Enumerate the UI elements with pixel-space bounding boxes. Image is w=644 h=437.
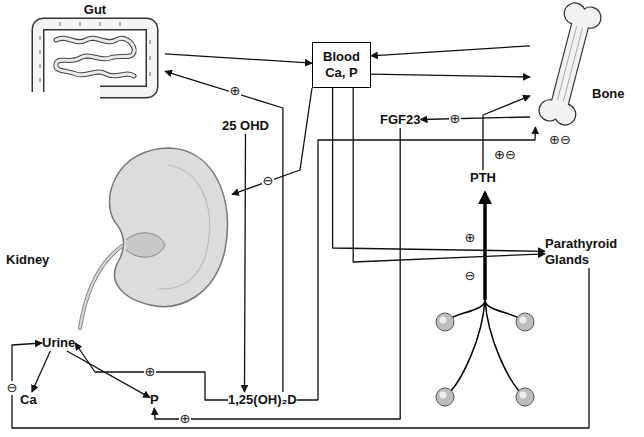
sign-label: ⊕⊖: [548, 133, 572, 147]
connector-arrow: [371, 46, 530, 56]
node-text: Bone: [592, 86, 640, 102]
node-text: FGF23: [380, 112, 420, 128]
sign-label: ⊕⊖: [493, 148, 517, 162]
connector-arrow: [353, 88, 545, 262]
connector-arrow: [12, 268, 589, 428]
sign-label: ⊕: [179, 412, 192, 426]
connector-arrow: [232, 88, 312, 194]
metabolite-label: 1,25(OH)₂D: [228, 392, 297, 408]
connector-arrow: [371, 74, 530, 77]
node-text: PTH: [470, 170, 496, 186]
urine-label: Urine: [42, 335, 75, 351]
node-text: Parathyroid Glands: [545, 236, 633, 268]
connector-arrow: [421, 117, 531, 120]
kidney-organ: Kidney: [6, 140, 232, 330]
blood-box: BloodCa, P: [312, 42, 371, 88]
sign-label: ⊖: [464, 269, 477, 283]
sign-label: ⊖: [6, 381, 19, 395]
gland-label: Parathyroid Glands: [545, 236, 633, 268]
sign-label: ⊕: [449, 112, 462, 126]
sign-label: ⊕: [464, 231, 477, 245]
gut-drawing: [38, 22, 152, 92]
connector-arrow: [32, 351, 50, 392]
connector-arrow: [75, 343, 228, 400]
parathyroid-drawing: [436, 193, 534, 406]
node-text: Urine: [42, 335, 75, 351]
kidney-drawing: [80, 148, 228, 328]
sign-label: ⊖: [262, 174, 275, 188]
node-text: P: [150, 392, 159, 408]
node-text: 1,25(OH)₂D: [228, 392, 297, 408]
ion-label: P: [150, 392, 159, 408]
gut-organ: Gut: [25, 2, 165, 97]
connector-arrow: [154, 128, 400, 419]
bone-drawing: [537, 1, 602, 126]
connector-arrow: [165, 54, 312, 63]
node-text: Blood: [323, 49, 360, 65]
hormone-label: FGF23: [380, 112, 420, 128]
connector-arrow: [245, 134, 246, 392]
hormone-label: PTH: [470, 170, 496, 186]
metabolite-label: 25 OHD: [222, 118, 269, 134]
sign-label: ⊕: [144, 365, 157, 379]
bone-organ: Bone: [530, 2, 640, 127]
node-text: Ca, P: [323, 65, 360, 81]
connector-arrow: [165, 71, 283, 392]
node-text: Kidney: [6, 252, 232, 268]
connector-arrow: [333, 88, 545, 251]
sign-label: ⊕: [229, 84, 242, 98]
connector-arrow: [67, 351, 150, 398]
ion-label: Ca: [20, 392, 37, 408]
node-text: 25 OHD: [222, 118, 269, 134]
node-text: Ca: [20, 392, 37, 408]
connector-arrow: [483, 96, 530, 170]
node-text: Gut: [25, 2, 165, 18]
